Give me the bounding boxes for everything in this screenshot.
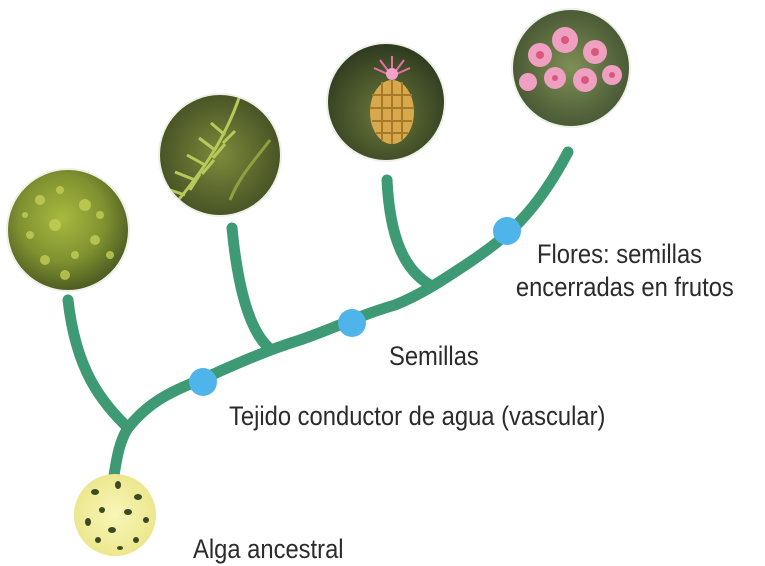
alga-cell: [74, 474, 156, 556]
fern-image: [158, 93, 282, 217]
node-seeds: [338, 309, 366, 337]
vascular-tissue-label: Tejido conductor de agua (vascular): [229, 401, 606, 431]
node-flowers: [493, 217, 521, 245]
moss-image: [6, 168, 130, 292]
branch-fern: [226, 222, 274, 353]
flower-image: [511, 8, 631, 128]
flowers-label-line2: encerradas en frutos: [515, 271, 734, 302]
seeds-label: Semillas: [389, 341, 479, 371]
ancestral-alga-label: Alga ancestral: [193, 534, 344, 564]
main-trunk: [107, 146, 574, 488]
branch-lines: [62, 146, 574, 488]
flowers-label: Flores: semillas encerradas en frutos: [516, 238, 734, 304]
branch-pine: [381, 174, 436, 291]
node-vascular: [189, 368, 217, 396]
pine-cone-image: [326, 42, 446, 162]
branch-moss: [62, 294, 134, 434]
flowers-label-line1: Flores: semillas: [537, 239, 703, 269]
